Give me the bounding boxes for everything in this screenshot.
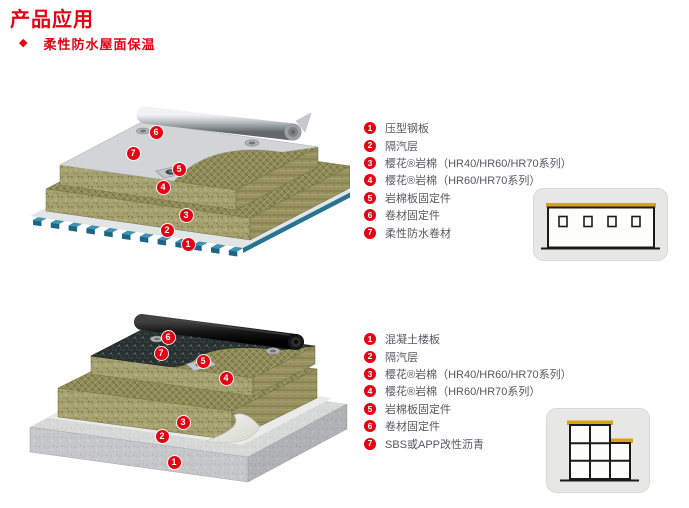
legend-number-badge: 1 [364,122,376,135]
legend-concrete-roof: 1 混凝土楼板 2 隔汽层 3 樱花®岩棉（HR40/HR60/HR70系列） 4 樱花… [364,331,572,453]
legend-number-badge: 2 [364,350,376,363]
legend-item: 1 混凝土楼板 [364,331,572,348]
fastener-washer [136,127,260,147]
multi-story-building-icon [546,408,650,493]
layer-marker-2: 2 [155,429,169,443]
bitumen-roll [134,314,304,350]
legend-number-badge: 1 [364,333,376,346]
section-subtitle: 柔性防水屋面保温 [43,37,156,52]
legend-label: 隔汽层 [385,351,418,364]
legend-item: 3 樱花®岩棉（HR40/HR60/HR70系列） [364,365,572,382]
building-windows [558,215,641,228]
legend-item: 5 岩棉板固定件 [364,400,572,417]
legend-item: 3 樱花®岩棉（HR40/HR60/HR70系列） [364,154,572,171]
legend-item: 2 隔汽层 [364,137,572,154]
peeled-vapor-barrier-corner [205,413,261,444]
legend-number-badge: 6 [364,420,376,433]
legend-label: 混凝土楼板 [385,334,440,347]
layer-marker-1: 1 [181,237,195,251]
legend-label: 岩棉板固定件 [385,192,451,205]
legend-item: 4 樱花®岩棉（HR60/HR70系列） [364,383,572,400]
building-roof-band [567,420,613,425]
page-title: 产品应用 [10,9,94,31]
layer-marker-3: 3 [176,415,190,429]
building-roof-band [546,203,656,208]
legend-item: 5 岩棉板固定件 [364,189,572,206]
legend-label: SBS或APP改性沥青 [385,438,485,451]
layer-marker-3: 3 [179,208,193,222]
fastener-washer [150,335,281,355]
single-story-building-icon [533,188,668,261]
legend-label: 压型钢板 [385,123,429,136]
layer-marker-1: 1 [167,455,181,469]
layer-marker-2: 2 [160,223,174,237]
diagram-concrete-roof [29,314,348,483]
legend-number-badge: 5 [364,191,376,204]
membrane-roll [136,106,312,141]
legend-item: 7 柔性防水卷材 [364,224,572,241]
legend-number-badge: 7 [364,437,376,450]
legend-number-badge: 2 [364,139,376,152]
legend-label: 岩棉板固定件 [385,403,451,416]
layer-marker-4: 4 [156,180,170,194]
legend-label: 樱花®岩棉（HR40/HR60/HR70系列） [385,368,572,381]
legend-label: 卷材固定件 [385,210,440,223]
layer-marker-7: 7 [154,346,168,360]
layer-marker-5: 5 [196,354,210,368]
legend-label: 樱花®岩棉（HR40/HR60/HR70系列） [385,157,572,170]
legend-label: 卷材固定件 [385,421,440,434]
legend-number-badge: 4 [364,385,376,398]
legend-number-badge: 3 [364,367,376,380]
layer-marker-5: 5 [172,162,186,176]
legend-label: 樱花®岩棉（HR60/HR70系列） [385,386,541,399]
diamond-bullet-icon: ◆ [19,37,28,49]
layer-marker-6: 6 [161,330,175,344]
legend-item: 2 隔汽层 [364,348,572,365]
legend-label: 隔汽层 [385,140,418,153]
building-roof-band [607,438,633,443]
legend-number-badge: 7 [364,226,376,239]
legend-item: 1 压型钢板 [364,120,572,137]
legend-number-badge: 3 [364,156,376,169]
layer-marker-6: 6 [149,125,163,139]
building-grid-lines [570,425,630,479]
legend-label: 樱花®岩棉（HR60/HR70系列） [385,175,541,188]
legend-steel-deck-roof: 1 压型钢板 2 隔汽层 3 樱花®岩棉（HR40/HR60/HR70系列） 4 樱花®… [364,120,572,242]
section-header: ◆ 柔性防水屋面保温 [19,34,155,53]
diagram-steel-deck-roof [30,106,350,257]
legend-label: 柔性防水卷材 [385,227,451,240]
legend-item: 4 樱花®岩棉（HR60/HR70系列） [364,172,572,189]
legend-number-badge: 6 [364,209,376,222]
legend-item: 7 SBS或APP改性沥青 [364,435,572,452]
legend-number-badge: 5 [364,402,376,415]
legend-number-badge: 4 [364,174,376,187]
layer-marker-4: 4 [219,371,233,385]
legend-item: 6 卷材固定件 [364,206,572,223]
layer-marker-7: 7 [126,146,140,160]
legend-item: 6 卷材固定件 [364,417,572,434]
building-outline [547,206,655,249]
